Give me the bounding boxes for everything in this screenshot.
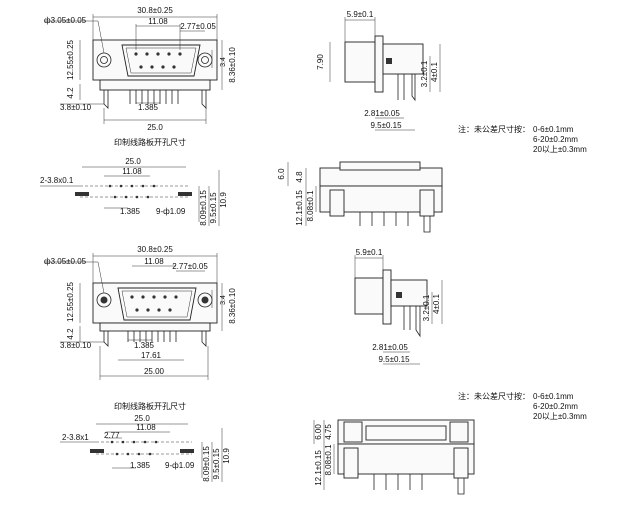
pcb-b-v3: 10.9	[222, 448, 231, 464]
b-dim-pin-span: 17.61	[141, 351, 162, 360]
pcb-b-hole: 2-3.8x1	[62, 433, 89, 442]
note-line-1: 0-6±0.1mm	[533, 125, 574, 134]
pcb-b-width: 25.0	[134, 414, 150, 423]
pcb-title: 印制线路板开孔尺寸	[114, 137, 186, 147]
bs2-dim-d: 8.08±0.1	[324, 444, 333, 476]
pcb-pin-holes	[108, 184, 156, 199]
dim-pin-pitch: 1.385	[138, 103, 159, 112]
pcb-b-offset: 2.77	[104, 431, 120, 440]
pins	[129, 90, 179, 104]
note-label: 注：未公差尺寸按：	[458, 124, 530, 134]
dim-side-right-b: 4±0.1	[430, 61, 439, 82]
mid-dim-c: 12.1±0.15	[295, 190, 304, 226]
pcb-b-v1: 8.09±0.15	[202, 446, 211, 482]
b-dim-depth: 8.36±0.10	[228, 288, 237, 324]
pcb-width: 25.0	[125, 157, 141, 166]
note-b-line-1: 0-6±0.1mm	[533, 392, 574, 401]
pcb-v1: 8.09±0.15	[199, 190, 208, 226]
mid-dim-b: 4.8	[295, 171, 304, 183]
top-side-view: 5.9±0.1 7.90 3.2±0.1 4±0.1 2.81±0.05 9.5…	[316, 10, 441, 131]
mid-side-pins	[359, 212, 409, 226]
note-line-3: 20以上±0.3mm	[533, 145, 587, 154]
b-side-right-b: 4±0.1	[432, 293, 441, 314]
dim-depth: 8.36±0.10	[228, 47, 237, 83]
b-dim-screw-hole: ф3.05±0.05	[44, 257, 87, 266]
dim-bottom-width: 25.0	[147, 123, 163, 132]
b-dim-offset: 2.77±0.05	[172, 262, 208, 271]
bottom-side-view: 5.9±0.1 3.2±0.1 4±0.1 2.81±0.05 9.5±0.15	[354, 248, 443, 365]
pcb-pin: 1.385	[120, 207, 141, 216]
b-dim-overall-width: 30.8±0.25	[137, 245, 173, 254]
b-side-top: 5.9±0.1	[356, 248, 383, 257]
mid-dim-a: 6.0	[277, 168, 286, 180]
b-dim-row-pitch: 11.08	[144, 257, 164, 266]
pcb-b-pin-hole: 9-ф1.09	[165, 461, 195, 470]
note-top: 注：未公差尺寸按： 0-6±0.1mm 6-20±0.2mm 20以上±0.3m…	[458, 124, 587, 154]
dim-side-bottom-b: 9.5±0.15	[370, 121, 402, 130]
b-dim-small: 3.4	[220, 295, 227, 305]
bs2-dim-b: 4.75	[324, 424, 333, 440]
note-bottom: 注：未公差尺寸按： 0-6±0.1mm 6-20±0.2mm 20以上±0.3m…	[458, 391, 587, 421]
b-dim-pin-pitch: 1.385	[134, 341, 155, 350]
dim-bottom-left: 3.8±0.10	[60, 103, 92, 112]
dim-side-bottom-a: 2.81±0.05	[364, 109, 400, 118]
pcb-pin-hole: 9-ф1.09	[156, 207, 186, 216]
b-dim-lower-gap: 4.2	[66, 328, 75, 340]
note-b-line-2: 6-20±0.2mm	[533, 402, 578, 411]
pin-row-2	[139, 65, 176, 69]
pcb-v3: 10.9	[219, 192, 228, 208]
bs2-dim-c: 12.1±0.15	[314, 450, 323, 486]
pcb-b-v2: 9.5±0.15	[212, 448, 221, 480]
note-line-2: 6-20±0.2mm	[533, 135, 578, 144]
bottom-side2-view: 6.00 4.75 12.1±0.15 8.08±0.1	[313, 419, 475, 495]
note-b-line-3: 20以上±0.3mm	[533, 412, 587, 421]
dim-side-left: 7.90	[316, 54, 325, 70]
dim-overall-width: 30.8±0.25	[137, 6, 173, 15]
pcb-b-pitch: 11.08	[136, 423, 156, 432]
pcb-v2: 9.5±0.15	[209, 192, 218, 224]
dim-side-top: 5.9±0.1	[347, 10, 374, 19]
note-b-label: 注：未公差尺寸按：	[458, 391, 530, 401]
b-side-bottom-b: 9.5±0.15	[378, 355, 410, 364]
b-side-right-a: 3.2±0.1	[422, 294, 431, 321]
dim-small: 3.4	[220, 57, 227, 67]
bs2-dim-a: 6.00	[314, 424, 323, 440]
mid-dim-d: 8.08±0.1	[306, 190, 315, 222]
dim-row-pitch: 11.08	[148, 17, 168, 26]
dim-side-right-a: 3.2±0.1	[420, 60, 429, 87]
b-side-bottom-a: 2.81±0.05	[372, 343, 408, 352]
pcb-b-title: 印制线路板开孔尺寸	[114, 401, 186, 411]
dim-screw-hole: ф3.05±0.05	[44, 16, 87, 25]
pcb-hole: 2-3.8x0.1	[40, 176, 74, 185]
pcb-top: 印制线路板开孔尺寸 25.0 11.08 2-3.8x0.1 1.385 9-ф…	[40, 137, 228, 226]
pin-row-1	[134, 52, 182, 56]
b-dim-bottom-width: 25.00	[144, 367, 165, 376]
dim-lower-gap: 4.2	[66, 87, 75, 99]
pcb-pitch: 11.08	[122, 167, 142, 176]
mid-side-view: 6.0 4.8 12.1±0.15 8.08±0.1	[277, 161, 443, 233]
bottom-front-view: 30.8±0.25 ф3.05±0.05 11.08 2.77±0.05 12.…	[44, 245, 237, 380]
dim-offset: 2.77±0.05	[180, 22, 216, 31]
shell	[121, 44, 201, 77]
pcb-bottom: 印制线路板开孔尺寸 25.0 11.08 2.77 2-3.8x1 1.385 …	[60, 401, 231, 482]
pcb-b-pin: 1.385	[130, 461, 151, 470]
side-body	[344, 41, 376, 83]
dim-height: 12.55±0.25	[66, 39, 75, 80]
top-front-view: 30.8±0.25 ф3.05±0.05 11.08 2.77±0.05 12.…	[44, 6, 237, 132]
b-dim-height: 12.55±0.25	[66, 281, 75, 322]
b-dim-bottom-left: 3.8±0.10	[60, 341, 92, 350]
